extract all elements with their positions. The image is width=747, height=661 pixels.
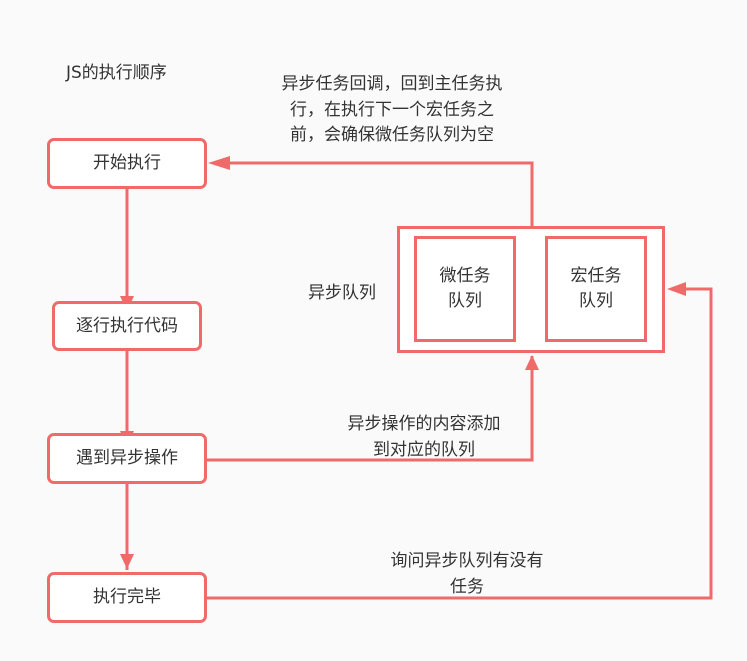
ask-queue-note: 询问异步队列有没有 任务 <box>390 551 544 597</box>
arrowhead-queue-right <box>667 282 686 296</box>
run-code-node: 逐行执行代码 <box>52 301 202 351</box>
micro-task-queue-label: 微任务 队列 <box>439 265 491 312</box>
start-node: 开始执行 <box>47 138 207 189</box>
micro-task-queue: 微任务 队列 <box>414 236 516 342</box>
arrow-finish-to-queue <box>207 287 713 600</box>
async-op-node: 遇到异步操作 <box>47 433 207 484</box>
finish-node-label: 执行完毕 <box>93 587 161 608</box>
callback-note: 异步任务回调，回到主任务执 行，在执行下一个宏任务之 前，会确保微任务队列为空 <box>281 74 503 145</box>
arrowhead-start <box>208 156 230 170</box>
async-op-node-label: 遇到异步操作 <box>76 448 178 469</box>
add-to-queue-note: 异步操作的内容添加 到对应的队列 <box>347 414 501 460</box>
async-queue-label: 异步队列 <box>308 283 376 303</box>
diagram-title: JS的执行顺序 <box>66 63 167 83</box>
macro-task-queue: 宏任务 队列 <box>545 236 647 342</box>
arrowhead-finish <box>120 554 134 569</box>
macro-task-queue-label: 宏任务 队列 <box>570 265 622 312</box>
run-code-node-label: 逐行执行代码 <box>76 315 178 336</box>
finish-node: 执行完毕 <box>47 572 207 623</box>
arrow-async-to-queue <box>207 356 534 462</box>
start-node-label: 开始执行 <box>93 153 161 174</box>
arrow-queue-to-start <box>214 161 534 227</box>
arrowhead-queue-bottom <box>525 355 539 370</box>
